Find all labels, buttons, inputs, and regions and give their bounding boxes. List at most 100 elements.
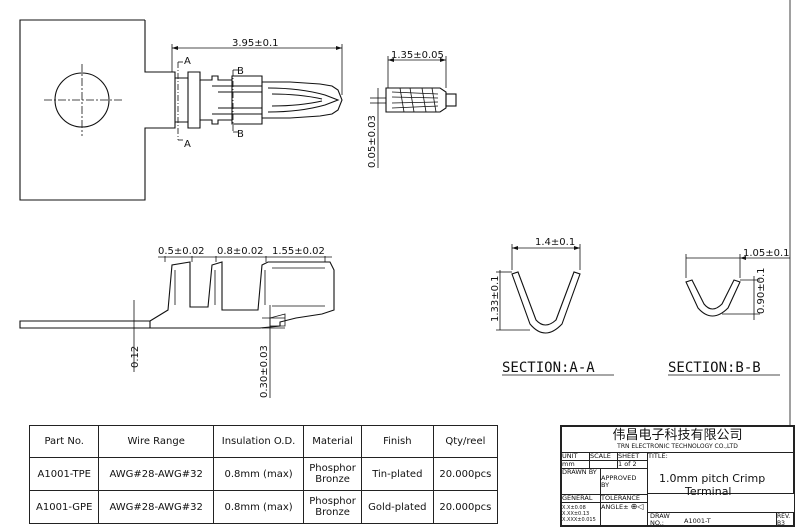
- dim-slot1: 0.5±0.02: [158, 246, 205, 257]
- dim-slot2: 0.8±0.02: [217, 246, 264, 257]
- drawn-by-cell: DRAWN BY: [561, 468, 601, 495]
- side-profile: [149, 261, 335, 329]
- sb-arrow-r: [740, 256, 746, 260]
- cell-part: A1001-GPE: [28, 490, 100, 524]
- arrow-left: [172, 46, 178, 50]
- scale-label: SCALE: [590, 452, 611, 460]
- cell-insulation: 0.8mm (max): [212, 457, 305, 491]
- end-arrow-right: [440, 58, 446, 62]
- material-line1: Phosphor: [309, 463, 356, 474]
- dim-top-length: 3.95±0.1: [232, 38, 279, 49]
- rev-cell: REV.B3: [776, 512, 794, 527]
- header-insulation: Insulation O.D.: [212, 425, 305, 458]
- material-line2: Bronze: [315, 474, 350, 485]
- side-inner: [174, 267, 325, 307]
- company-name-en: TRN ELECTRONIC TECHNOLOGY CO.,LTD: [617, 443, 738, 450]
- dim-thickness: 0.12: [130, 346, 141, 368]
- tol-values-cell: X.X±0.08 X.XX±0.13 X.XXX±0.015: [561, 502, 601, 526]
- projection-icon: ⊕◁: [630, 502, 644, 511]
- unit-value: mm: [562, 460, 575, 468]
- cell-qty: 20.000pcs: [432, 490, 499, 524]
- section-b-shape: [685, 279, 741, 317]
- dim-sec-b-width: 1.05±0.1: [743, 248, 790, 259]
- marker-b-bottom: B: [237, 129, 244, 140]
- carrier-strip: [19, 19, 176, 201]
- dim-sec-a-width: 1.4±0.1: [535, 237, 575, 248]
- unit-label: UNIT: [562, 452, 578, 460]
- marker-b-top: B: [237, 66, 244, 77]
- tol-3: X.XXX±0.015: [562, 517, 596, 523]
- end-tip: [445, 93, 457, 107]
- title-text-area: 1.0mm pitch Crimp Terminal: [647, 452, 794, 514]
- side-view: 0.5±0.02 0.8±0.02 1.55±0.02 0.12 0.30±0.…: [19, 246, 335, 398]
- title-label: TITLE:: [648, 452, 668, 460]
- dim-sec-b-height: 0.90±0.1: [756, 267, 767, 314]
- header-material: Material: [303, 425, 362, 458]
- side-strip: [19, 320, 151, 329]
- cell-qty: 20.000pcs: [432, 457, 499, 491]
- spec-header-row: Part No. Wire Range Insulation O.D. Mate…: [28, 425, 499, 458]
- sa-arrow-l: [512, 246, 518, 250]
- header-finish: Finish: [360, 425, 434, 458]
- table-row: A1001-TPE AWG#28-AWG#32 0.8mm (max) Phos…: [28, 457, 499, 491]
- top-view: A A B B 3.95±0.1: [19, 19, 343, 201]
- dim-slot3: 1.55±0.02: [272, 246, 325, 257]
- terminal-outline: [175, 71, 343, 129]
- dim-end-offset: 0.05±0.03: [367, 115, 378, 168]
- tolerance-label: TOLERANCE: [601, 494, 641, 502]
- cell-part: A1001-TPE: [28, 457, 100, 491]
- general-label: GENERAL: [562, 494, 593, 502]
- rev-value: B3: [777, 520, 785, 527]
- end-body: [385, 87, 447, 113]
- cell-wire: AWG#28-AWG#32: [98, 457, 214, 491]
- tol-1: X.X±0.08: [562, 505, 586, 511]
- section-a-view: 1.4±0.1 1.33±0.1 SECTION:A-A: [490, 237, 614, 376]
- section-b-view: 1.05±0.1 0.90±0.1 SECTION:B-B: [668, 248, 790, 376]
- rev-label: REV.: [777, 513, 791, 520]
- draw-no-line2: NO.:: [650, 519, 664, 527]
- material-line2: Bronze: [315, 507, 350, 518]
- marker-a-top: A: [184, 56, 191, 67]
- draw-no-line1: DRAW: [650, 512, 670, 520]
- arrow-right: [336, 46, 342, 50]
- dim-tab-height: 0.30±0.03: [259, 345, 270, 398]
- cell-wire: AWG#28-AWG#32: [98, 490, 214, 524]
- contact-curve-3: [271, 100, 323, 107]
- company-cell: 伟昌电子科技有限公司 TRN ELECTRONIC TECHNOLOGY CO.…: [561, 426, 794, 453]
- tol-2: X.XX±0.13: [562, 511, 590, 517]
- end-view: 1.35±0.05 0.05±0.03: [367, 50, 457, 168]
- end-arrow-left: [388, 58, 394, 62]
- angle-cell: ANGLE± ⊕◁: [600, 502, 648, 526]
- header-part-no: Part No.: [28, 425, 100, 458]
- spec-table: Part No. Wire Range Insulation O.D. Mate…: [28, 425, 499, 524]
- section-a-shape: [511, 271, 581, 334]
- approved-line2: BY: [601, 481, 610, 489]
- sheet-value: 1 of 2: [618, 460, 637, 468]
- header-wire-range: Wire Range: [98, 425, 214, 458]
- marker-a-bottom: A: [184, 139, 191, 150]
- dim-sec-a-height: 1.33±0.1: [490, 275, 501, 322]
- cell-finish: Gold-plated: [360, 490, 434, 524]
- section-a-label: SECTION:A-A: [502, 360, 595, 376]
- draw-no-value: A1001-T: [684, 517, 711, 525]
- sheet-label: SHEET: [618, 452, 640, 460]
- cell-insulation: 0.8mm (max): [212, 490, 305, 524]
- title-line1: 1.0mm pitch Crimp: [659, 472, 766, 485]
- drawn-by-label: DRAWN BY: [562, 468, 597, 476]
- section-b-label: SECTION:B-B: [668, 360, 761, 376]
- title-line2: Terminal: [685, 485, 732, 498]
- sa-arrow-r: [574, 246, 580, 250]
- end-hatch: [391, 87, 439, 113]
- side-tab: [269, 313, 286, 327]
- dim-end-width: 1.35±0.05: [391, 50, 444, 61]
- contact-curve-2: [271, 93, 323, 100]
- angle-label: ANGLE±: [601, 503, 629, 511]
- material-line1: Phosphor: [309, 496, 356, 507]
- cell-finish: Tin-plated: [360, 457, 434, 491]
- header-qty: Qty/reel: [432, 425, 499, 458]
- approved-line1: APPROVED: [601, 474, 637, 482]
